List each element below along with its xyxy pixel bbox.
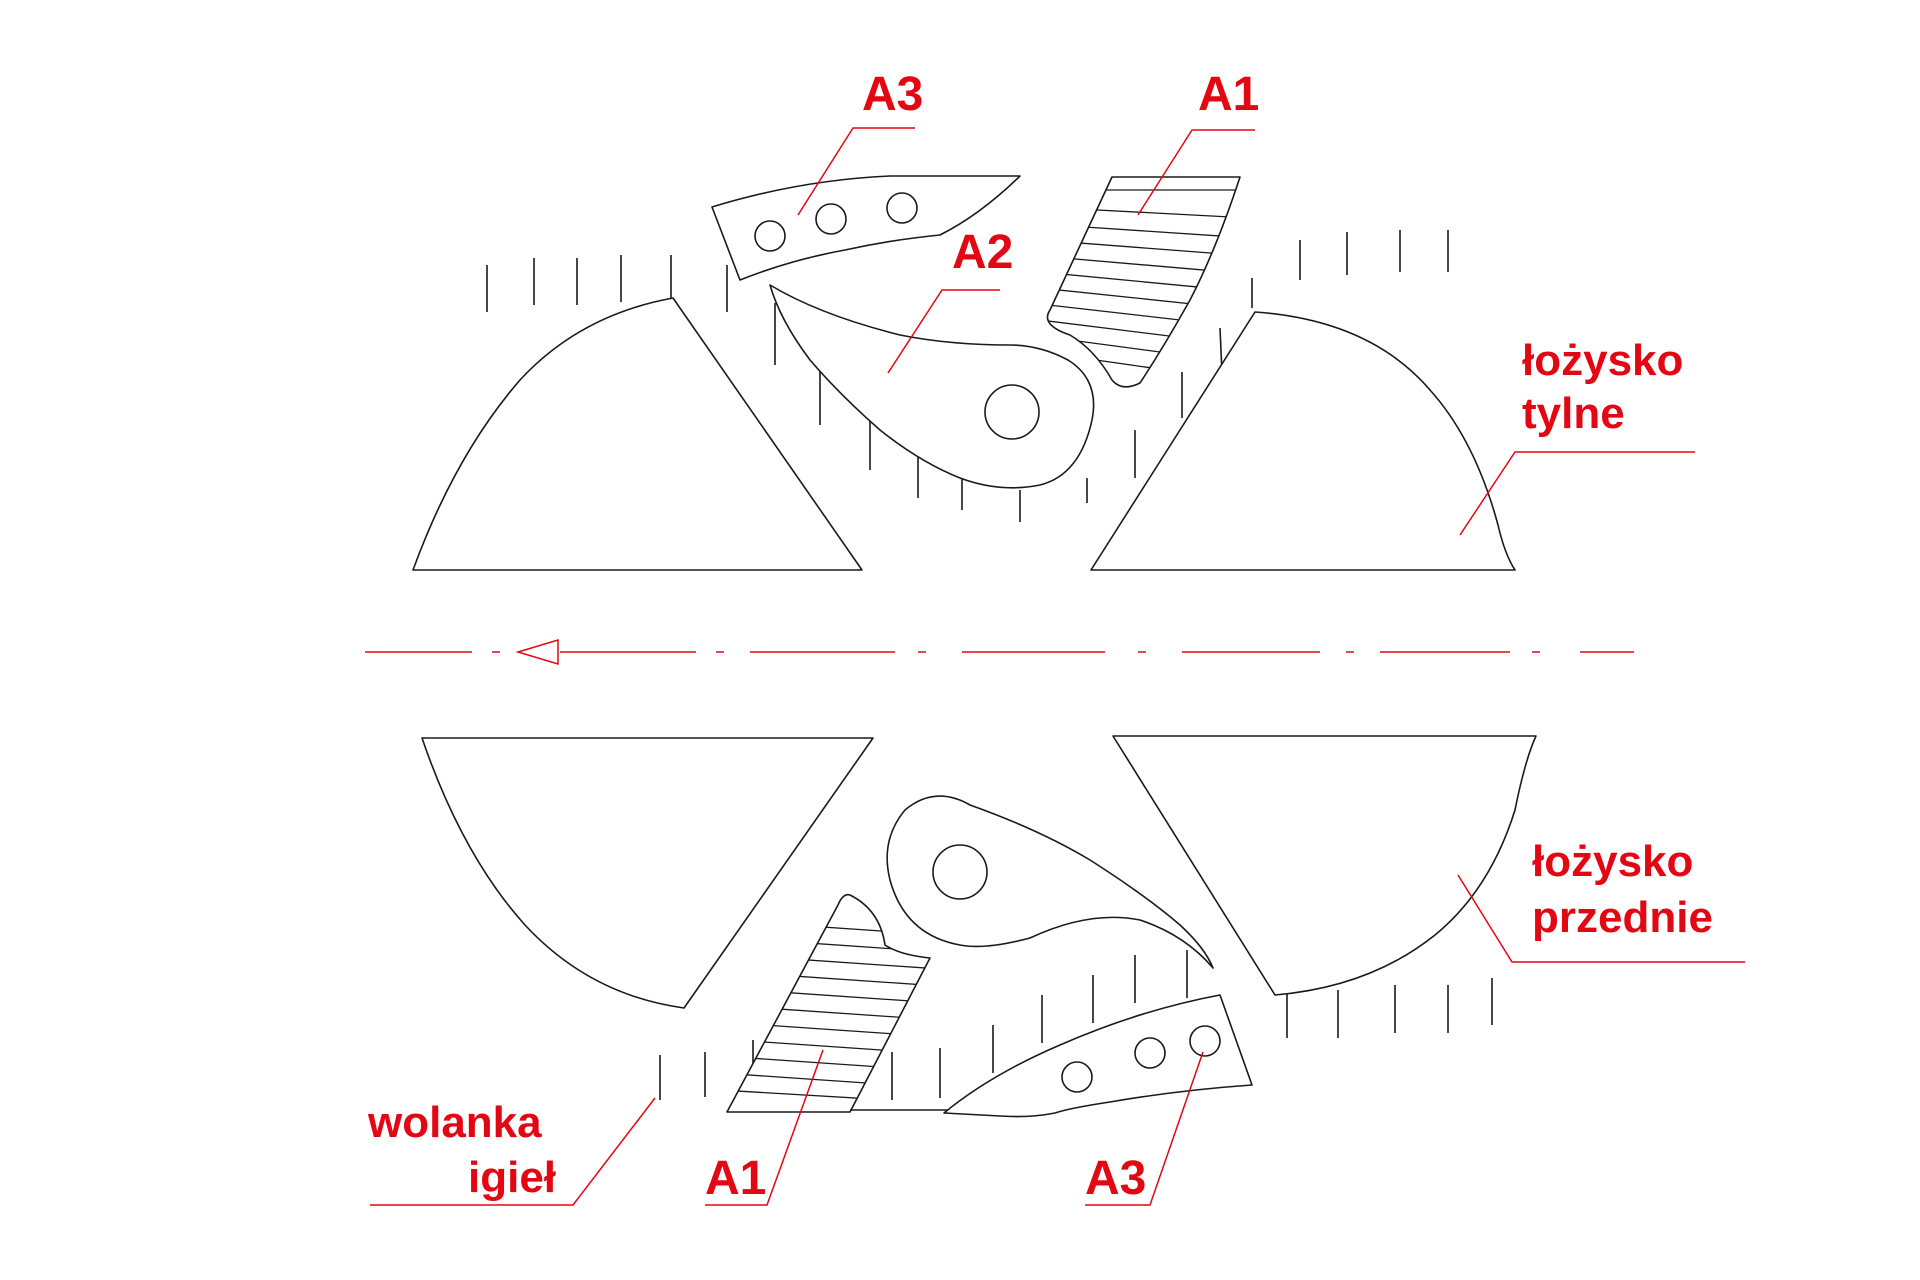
leader-lines: [370, 127, 1745, 1206]
label-a1-bottom: A1: [705, 1152, 766, 1205]
label-a3-top: A3: [862, 68, 923, 121]
a3-bottom-hole-2: [1134, 1037, 1166, 1069]
label-bearing-rear-2: tylne: [1522, 389, 1625, 438]
rotation-axis: [365, 638, 1634, 666]
element-a3-bottom: [943, 994, 1253, 1118]
hook-bottom-hole: [932, 844, 988, 900]
a3-top-hole-2: [815, 203, 847, 235]
element-a1-top: [1046, 176, 1241, 388]
label-a1-top: A1: [1198, 68, 1259, 121]
label-bearing-front-2: przednie: [1532, 893, 1713, 942]
element-hook-bottom: [886, 795, 1214, 969]
a2-hole: [984, 384, 1040, 440]
a3-top-hole-1: [754, 220, 786, 252]
element-a1-bottom: [726, 893, 931, 1113]
a3-top-hole-3: [886, 192, 918, 224]
bottom-assembly: [421, 735, 1537, 1118]
top-assembly: [412, 175, 1516, 571]
bearing-sector-front: [1112, 735, 1537, 996]
a3-bottom-hole-3: [1189, 1025, 1221, 1057]
label-needle-cage-1: wolanka: [367, 1098, 542, 1147]
a3-bottom-hole-1: [1061, 1061, 1093, 1093]
direction-arrow-icon: [515, 638, 559, 666]
label-a3-bottom: A3: [1085, 1152, 1146, 1205]
element-a2: [769, 284, 1095, 489]
label-bearing-rear-1: łożysko: [1522, 336, 1683, 385]
bearing-sector-rear: [1090, 311, 1516, 571]
bearing-sector-bottom-left: [421, 737, 874, 1009]
label-bearing-front-1: łożysko: [1532, 837, 1693, 886]
bearing-sector-top-left: [412, 297, 863, 571]
label-a2: A2: [952, 226, 1013, 279]
label-needle-cage-2: igieł: [468, 1153, 556, 1202]
labels: A3 A1 A2 łożysko tylne łożysko przednie …: [367, 68, 1713, 1205]
